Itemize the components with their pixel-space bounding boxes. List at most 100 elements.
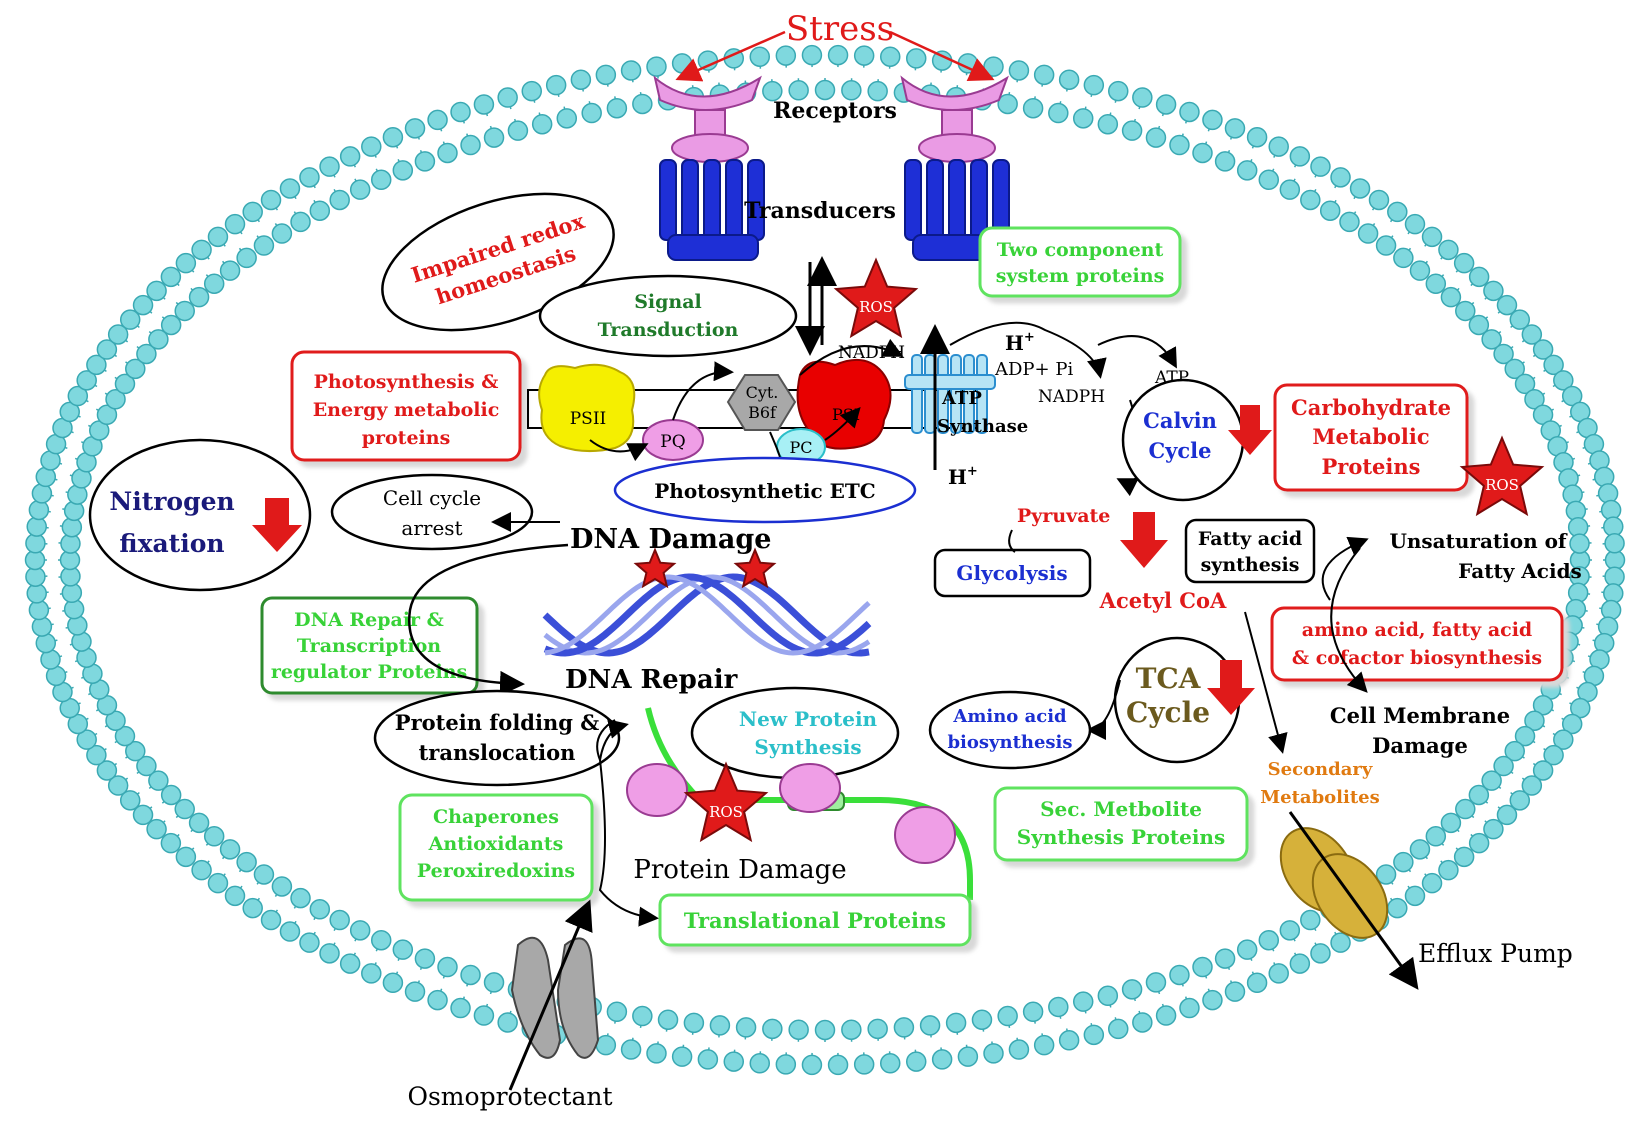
h-plus-top: H+: [1005, 330, 1035, 355]
new-protein-line2: Synthesis: [754, 735, 861, 759]
lipid-head: [1193, 143, 1212, 162]
unsaturation-line1: Unsaturation of: [1389, 529, 1567, 553]
amino-acid-line1: Amino acid: [952, 706, 1067, 727]
lipid-head: [1269, 964, 1288, 983]
lipid-head: [1084, 1025, 1103, 1044]
dna-repair-proteins-box: DNA Repair & Transcription regulator Pro…: [262, 598, 477, 693]
lipid-head: [428, 991, 447, 1010]
receptors-label: Receptors: [773, 98, 897, 124]
lipid-head: [300, 168, 319, 187]
lipid-head: [310, 900, 329, 919]
two-component-line1: Two component: [997, 239, 1164, 261]
lipid-head: [750, 47, 769, 66]
lipid-head: [415, 949, 434, 968]
lipid-head: [205, 827, 224, 846]
photosynthesis-line2: Energy metabolic: [313, 399, 500, 421]
lipid-head: [1388, 202, 1407, 221]
lipid-head: [485, 128, 504, 147]
ros-top-label: ROS: [859, 298, 893, 316]
lipid-head: [208, 874, 227, 893]
lipid-head: [571, 70, 590, 89]
lipid-head: [829, 1055, 848, 1074]
photosynthetic-etc-node: Photosynthetic ETC: [615, 458, 915, 522]
lipid-head: [1146, 128, 1165, 147]
cyt-line1: Cyt.: [746, 383, 779, 402]
lipid-head: [547, 76, 566, 95]
pyruvate-label: Pyruvate: [1017, 505, 1110, 527]
lipid-head: [1225, 982, 1244, 1001]
lipid-head: [789, 1020, 808, 1039]
lipid-head: [647, 57, 666, 76]
lipid-head: [498, 88, 517, 107]
lipid-head: [1060, 1031, 1079, 1050]
calvin-cycle-node: Calvin Cycle: [1123, 380, 1243, 500]
lipid-head: [362, 137, 381, 156]
lipid-head: [1311, 944, 1330, 963]
lipid-head: [633, 94, 652, 113]
lipid-head: [1269, 137, 1288, 156]
lipid-head: [842, 81, 861, 100]
lipid-head: [1426, 827, 1445, 846]
lipid-head: [485, 973, 504, 992]
lipid-head: [557, 109, 576, 128]
lipid-head: [254, 236, 273, 255]
lipid-head: [1248, 973, 1267, 992]
lipid-head: [237, 853, 256, 872]
lipid-head: [221, 840, 240, 859]
cyt-b6f-complex: Cyt. B6f: [728, 375, 795, 430]
lipid-head: [894, 1018, 913, 1037]
lipid-head: [451, 999, 470, 1018]
lipid-head: [1180, 102, 1199, 121]
lipid-head: [438, 958, 457, 977]
protein-damage-label: Protein Damage: [633, 855, 846, 885]
lipid-head: [190, 288, 209, 307]
lipid-head: [438, 143, 457, 162]
dna-repair-box-line3: regulator Proteins: [271, 661, 467, 683]
lipid-head: [310, 201, 329, 220]
lipid-head: [192, 861, 211, 880]
lipid-head: [855, 1055, 874, 1074]
dna-helix: [545, 577, 869, 653]
amino-acid-line2: biosynthesis: [947, 732, 1072, 753]
atp-synthase-line2: Synthase: [937, 416, 1028, 437]
lipid-head: [1602, 601, 1621, 620]
lipid-head: [1439, 240, 1458, 259]
lipid-head: [698, 51, 717, 70]
lipid-head: [998, 1007, 1017, 1026]
signal-line2: Transduction: [598, 319, 739, 341]
lipid-head: [406, 119, 425, 138]
glycolysis-box: Glycolysis: [935, 550, 1090, 596]
fatty-acid-line2: synthesis: [1201, 554, 1300, 576]
ros-right-label: ROS: [1485, 476, 1519, 494]
tca-line2: Cycle: [1126, 696, 1210, 729]
nitrogen-line2: fixation: [119, 529, 224, 558]
lipid-head: [698, 1050, 717, 1069]
lipid-head: [192, 240, 211, 259]
lipid-head: [208, 227, 227, 246]
lipid-head: [175, 301, 194, 320]
lipid-head: [1441, 288, 1460, 307]
lipid-head: [330, 911, 349, 930]
lipid-head: [1009, 61, 1028, 80]
ros-protein-label: ROS: [709, 803, 743, 821]
lipid-head: [1455, 254, 1474, 273]
signal-transduction-node: Signal Transduction: [540, 276, 796, 356]
sec-metabolite-line1: Sec. Metbolite: [1040, 797, 1202, 821]
lipid-head: [907, 49, 926, 68]
lipid-head: [1203, 110, 1222, 129]
lipid-head: [1605, 534, 1624, 553]
lipid-head: [280, 179, 299, 198]
lipid-head: [1203, 991, 1222, 1010]
lipid-head: [1321, 201, 1340, 220]
lipid-head: [659, 1010, 678, 1029]
dna-repair-label: DNA Repair: [565, 665, 738, 695]
damaged-protein-blobs: [627, 764, 955, 863]
cell-membrane-damage-line2: Damage: [1372, 733, 1468, 758]
lipid-head: [1157, 1006, 1176, 1025]
protein-folding-line2: translocation: [419, 740, 576, 765]
lipid-head: [474, 95, 493, 114]
lipid-head: [881, 47, 900, 66]
lipid-head: [776, 1055, 795, 1074]
lipid-head: [1216, 949, 1235, 968]
lipid-head: [1259, 931, 1278, 950]
